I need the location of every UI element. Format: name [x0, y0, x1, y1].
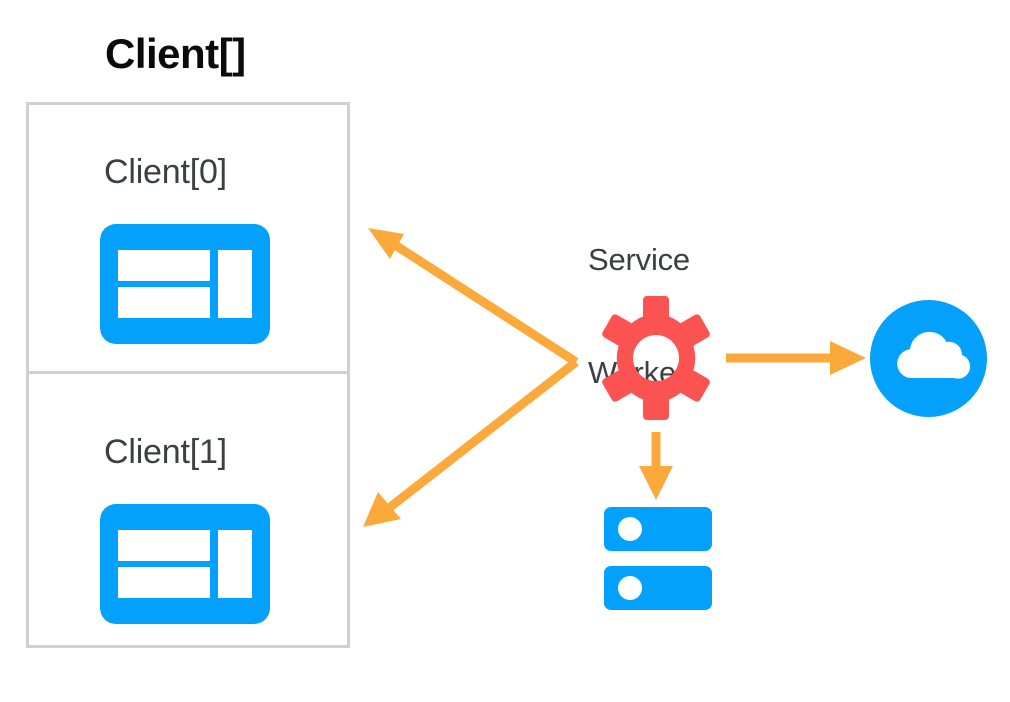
browser-window-icon: [100, 224, 270, 344]
server-led-bottom: [618, 576, 642, 600]
server-led-top: [618, 517, 642, 541]
window-pane-bottom: [118, 287, 210, 318]
clients-container-box: [26, 102, 350, 648]
arrow-sw-to-client0: [368, 228, 579, 366]
window-pane-top: [118, 530, 210, 561]
clients-divider: [26, 371, 350, 374]
window-pane-top: [118, 250, 210, 281]
window-pane-bottom: [118, 567, 210, 598]
server-bar-bottom: [604, 566, 712, 610]
client-0-label: Client[0]: [104, 153, 227, 191]
window-pane-right: [218, 250, 252, 318]
gear-icon: [602, 296, 710, 420]
arrow-sw-to-client1: [363, 358, 579, 527]
clients-group-title: Client[]: [105, 30, 246, 77]
cloud-icon: [870, 300, 987, 417]
service-worker-title-line-1: Service: [588, 241, 690, 277]
arrow-sw-to-cloud: [726, 341, 866, 375]
client-1-label: Client[1]: [104, 433, 227, 471]
server-bar-top: [604, 507, 712, 551]
browser-window-icon: [100, 504, 270, 624]
window-pane-right: [218, 530, 252, 598]
server-icon: [604, 507, 712, 610]
